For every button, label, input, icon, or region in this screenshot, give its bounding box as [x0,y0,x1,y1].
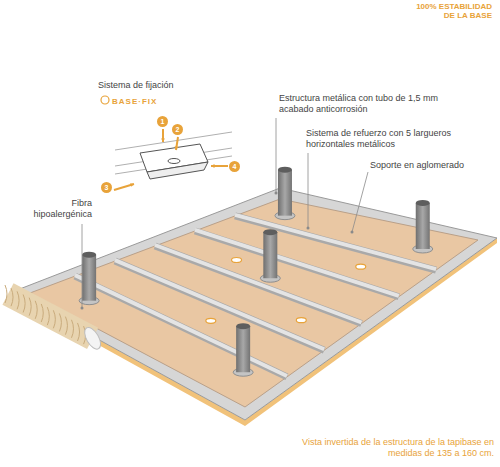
leg [82,255,96,301]
fibre-texture [59,313,61,331]
crossbar [195,230,399,296]
logo-text: BASE·FIX [112,96,182,107]
arrow-head [130,183,134,187]
rail-line [115,132,232,150]
leg-top [236,323,250,329]
fibre-texture [71,320,73,338]
part-label: Sistema de refuerzo con 5 largueros hori… [306,128,466,150]
leg [263,232,277,278]
leg-top [82,252,96,258]
title: 100% ESTABILIDAD DE LA BASE [410,2,492,20]
arrow-shaft [211,165,228,167]
leg [236,326,250,372]
leader-dot [275,192,278,195]
crossbar [155,245,362,323]
arrow-shaft [114,184,134,190]
callout-number: 1 [157,116,168,127]
fibre-texture [41,304,43,322]
arrow-shaft [162,129,164,142]
leg [416,203,430,249]
crossbar-shadow [155,246,362,324]
part-label: Fibra hipoalergénica [20,198,92,220]
leg-top [416,200,430,206]
part-label: Soporte en aglomerado [370,160,490,171]
leader-line [82,224,83,308]
fixing-inset [114,129,232,190]
metal-frame [12,188,497,420]
callout-number: 2 [172,124,183,135]
bracket-side [147,162,208,179]
callout-number: 3 [101,182,112,193]
leader-dot [307,227,310,230]
fibre-texture [53,310,55,328]
arrow-head [211,164,215,168]
part-label: Estructura metálica con tubo de 1,5 mm a… [279,93,451,115]
leader-line [308,153,309,228]
leader-dot [351,231,354,234]
crossbar-shadow [195,231,399,297]
callout-number: 4 [229,161,240,172]
leg-top [278,167,292,173]
part-label: Sistema de fijación [98,80,218,91]
particle-board [30,199,478,407]
caption: Vista invertida de la estructura de la t… [279,437,494,459]
fibre-texture [78,323,80,341]
fibre-texture [11,288,13,306]
fibre-texture [47,307,49,325]
crossbar-shadow [115,261,324,350]
leader-dot [81,307,84,310]
logo-icon [101,96,109,104]
fibre-texture [17,291,19,309]
fibre-texture [29,298,31,316]
fibre-texture [65,317,67,335]
fibre-texture [5,285,7,303]
leg [278,170,292,216]
arrow-head [161,138,165,142]
screw-hole [206,318,216,323]
bracket-hole [168,159,180,164]
fibre-texture [23,294,25,312]
screw-hole [296,318,306,323]
leg-top [263,229,277,235]
leader-line [276,118,277,193]
screw-hole [232,257,242,262]
arrow-head [175,146,179,150]
fibre-texture [35,301,37,319]
leader-line [352,172,368,232]
fibre-end [81,325,103,352]
screw-hole [356,264,366,269]
